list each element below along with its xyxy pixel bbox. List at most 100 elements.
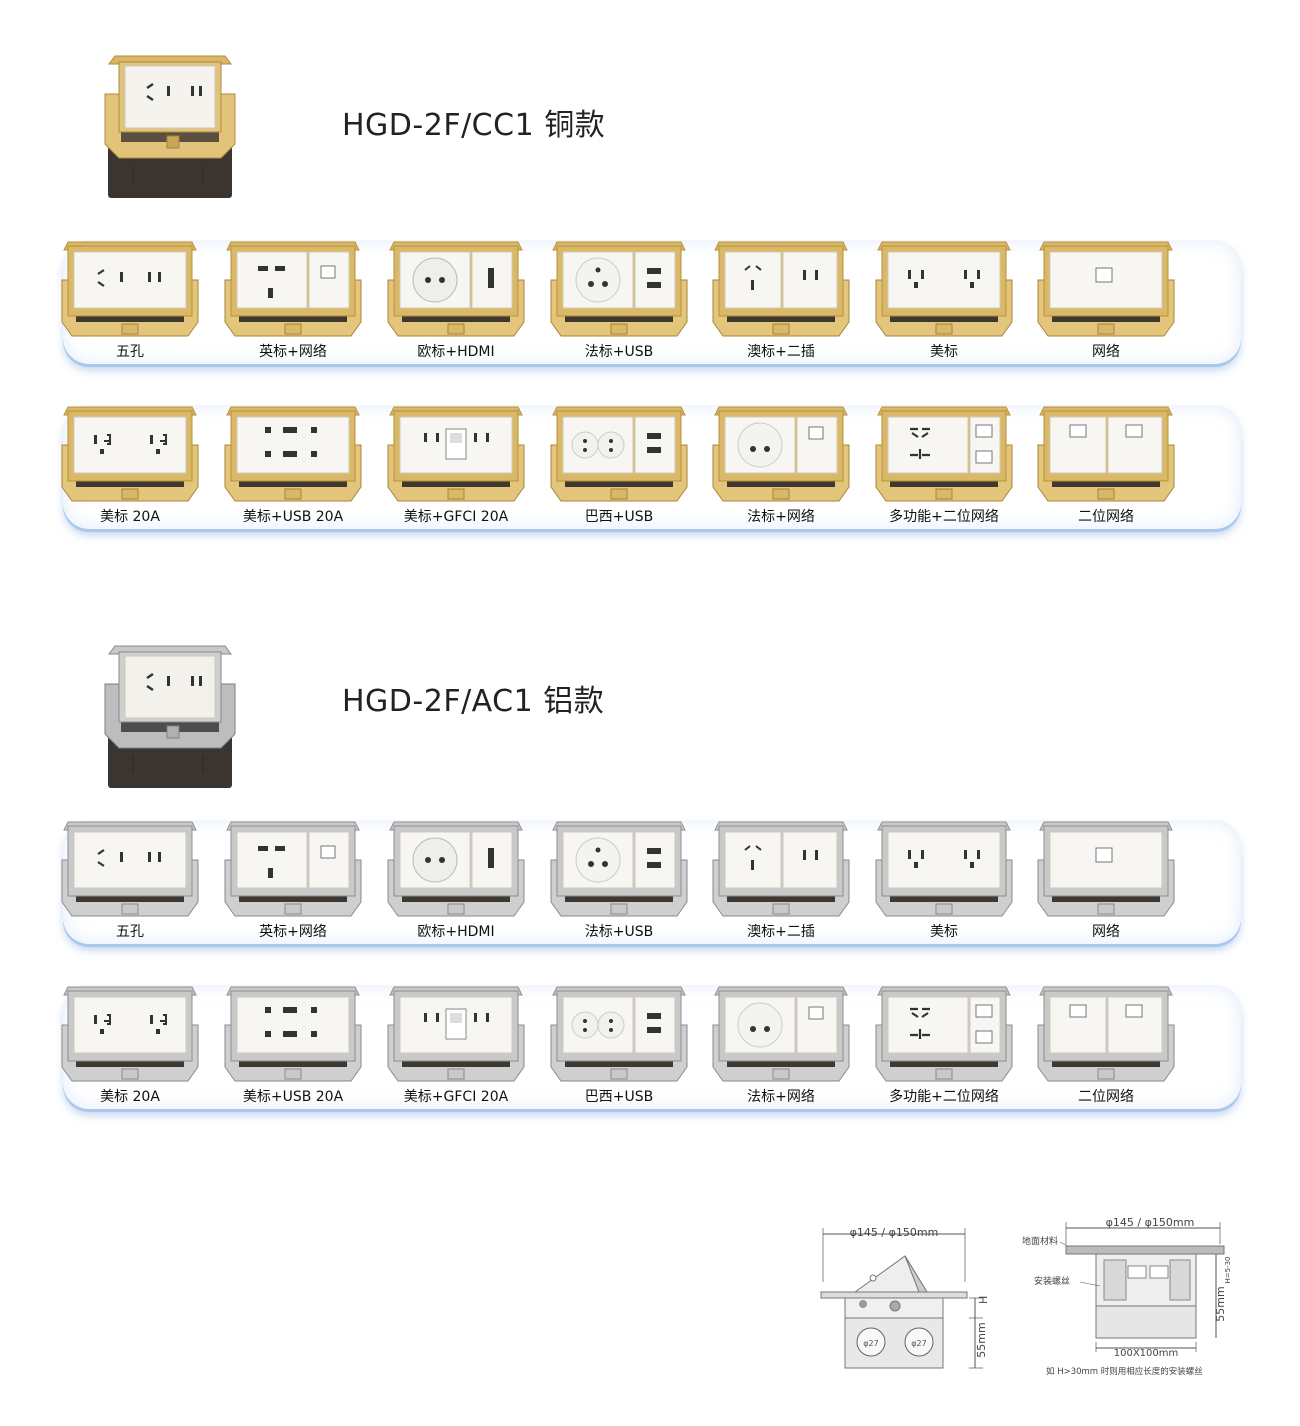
product-item: 美标 <box>874 820 1014 940</box>
product-label: 美标+GFCI 20A <box>403 509 509 525</box>
hero-product-copper <box>103 54 237 200</box>
product-label: 欧标+HDMI <box>417 924 495 940</box>
knockout-b-label: φ27 <box>911 1339 926 1348</box>
product-item: 法标+USB <box>549 240 689 360</box>
product-item: 巴西+USB <box>549 405 689 525</box>
product-label: 美标 20A <box>100 509 160 525</box>
product-label: 多功能+二位网络 <box>889 1089 999 1105</box>
product-label: 二位网络 <box>1078 1089 1134 1105</box>
product-item: 美标 20A <box>60 985 200 1105</box>
product-label: 美标+USB 20A <box>242 1089 344 1105</box>
product-item: 澳标+二插 <box>711 240 851 360</box>
knockout-a-label: φ27 <box>863 1339 878 1348</box>
floor-material-label: 地面材料 <box>1022 1235 1058 1247</box>
product-item: 法标+网络 <box>711 405 851 525</box>
product-label: 法标+USB <box>584 924 654 940</box>
product-item: 美标+USB 20A <box>223 985 363 1105</box>
product-item: 美标+GFCI 20A <box>386 985 526 1105</box>
product-label: 多功能+二位网络 <box>889 509 999 525</box>
product-item: 法标+USB <box>549 820 689 940</box>
dimension-drawing-side: φ145 / φ150mm φ27 φ27 H 55mm <box>820 1226 990 1369</box>
product-label: 英标+网络 <box>259 344 327 360</box>
product-label: 网络 <box>1092 924 1120 940</box>
product-item: 多功能+二位网络 <box>874 985 1014 1105</box>
floor-socket-image <box>550 406 688 502</box>
height-label-left: 55mm <box>975 1322 988 1357</box>
product-item: 网络 <box>1036 240 1176 360</box>
product-label: 二位网络 <box>1078 509 1134 525</box>
product-item: 多功能+二位网络 <box>874 405 1014 525</box>
floor-socket-hero-image <box>104 55 236 198</box>
floor-socket-image <box>550 821 688 917</box>
product-item: 五孔 <box>60 240 200 360</box>
product-label: 五孔 <box>116 924 144 940</box>
product-label: 美标 <box>930 344 958 360</box>
product-item: 澳标+二插 <box>711 820 851 940</box>
floor-socket-image <box>1037 241 1175 337</box>
floor-socket-image <box>224 241 362 337</box>
dim-diameter-left: φ145 / φ150mm <box>850 1226 939 1239</box>
floor-socket-image <box>387 986 525 1082</box>
floor-socket-image <box>550 986 688 1082</box>
height-label-right: 55mm <box>1214 1286 1227 1321</box>
product-item: 英标+网络 <box>223 240 363 360</box>
product-label: 澳标+二插 <box>747 344 815 360</box>
floor-socket-hero-image <box>104 645 236 788</box>
product-item: 五孔 <box>60 820 200 940</box>
product-label: 五孔 <box>116 344 144 360</box>
dimension-drawing-installation: φ145 / φ150mm 地面材料 安装螺丝 100X100mm 55mm H… <box>1022 1216 1232 1377</box>
floor-socket-image <box>1037 986 1175 1082</box>
product-item: 法标+网络 <box>711 985 851 1105</box>
h-range-label: H=5-30 <box>1224 1256 1232 1283</box>
product-item: 二位网络 <box>1036 405 1176 525</box>
floor-socket-image <box>224 821 362 917</box>
product-label: 欧标+HDMI <box>417 344 495 360</box>
floor-socket-image <box>712 406 850 502</box>
product-label: 法标+网络 <box>747 509 815 525</box>
product-label: 网络 <box>1092 344 1120 360</box>
floor-socket-image <box>61 406 199 502</box>
floor-socket-image <box>61 821 199 917</box>
installation-note: 如 H>30mm 时则用相应长度的安装螺丝 <box>1046 1366 1203 1377</box>
product-label: 法标+网络 <box>747 1089 815 1105</box>
bottom-size-label: 100X100mm <box>1114 1348 1179 1359</box>
floor-socket-image <box>712 821 850 917</box>
h-label-left: H <box>977 1296 990 1304</box>
dim-diameter-right: φ145 / φ150mm <box>1106 1216 1195 1229</box>
floor-socket-image <box>224 406 362 502</box>
product-item: 美标+USB 20A <box>223 405 363 525</box>
floor-socket-image <box>712 241 850 337</box>
product-item: 巴西+USB <box>549 985 689 1105</box>
floor-socket-image <box>875 241 1013 337</box>
product-label: 巴西+USB <box>584 1089 654 1105</box>
product-item: 网络 <box>1036 820 1176 940</box>
floor-socket-image <box>61 986 199 1082</box>
floor-socket-image <box>224 986 362 1082</box>
hero-product-aluminium <box>103 644 237 790</box>
floor-socket-image <box>61 241 199 337</box>
product-item: 欧标+HDMI <box>386 820 526 940</box>
floor-socket-image <box>1037 406 1175 502</box>
product-label: 英标+网络 <box>259 924 327 940</box>
screws-label: 安装螺丝 <box>1034 1275 1070 1287</box>
product-item: 欧标+HDMI <box>386 240 526 360</box>
product-label: 美标+GFCI 20A <box>403 1089 509 1105</box>
floor-socket-image <box>387 821 525 917</box>
product-label: 巴西+USB <box>584 509 654 525</box>
product-item: 美标 <box>874 240 1014 360</box>
product-label: 美标 <box>930 924 958 940</box>
floor-socket-image <box>875 821 1013 917</box>
series-title-aluminium: HGD-2F/AC1 铝款 <box>342 684 605 719</box>
product-label: 法标+USB <box>584 344 654 360</box>
floor-socket-image <box>387 406 525 502</box>
product-label: 美标 20A <box>100 1089 160 1105</box>
series-title-copper: HGD-2F/CC1 铜款 <box>342 108 606 143</box>
product-item: 美标+GFCI 20A <box>386 405 526 525</box>
product-item: 二位网络 <box>1036 985 1176 1105</box>
product-label: 美标+USB 20A <box>242 509 344 525</box>
product-item: 英标+网络 <box>223 820 363 940</box>
floor-socket-image <box>875 986 1013 1082</box>
floor-socket-image <box>550 241 688 337</box>
floor-socket-image <box>387 241 525 337</box>
product-item: 美标 20A <box>60 405 200 525</box>
